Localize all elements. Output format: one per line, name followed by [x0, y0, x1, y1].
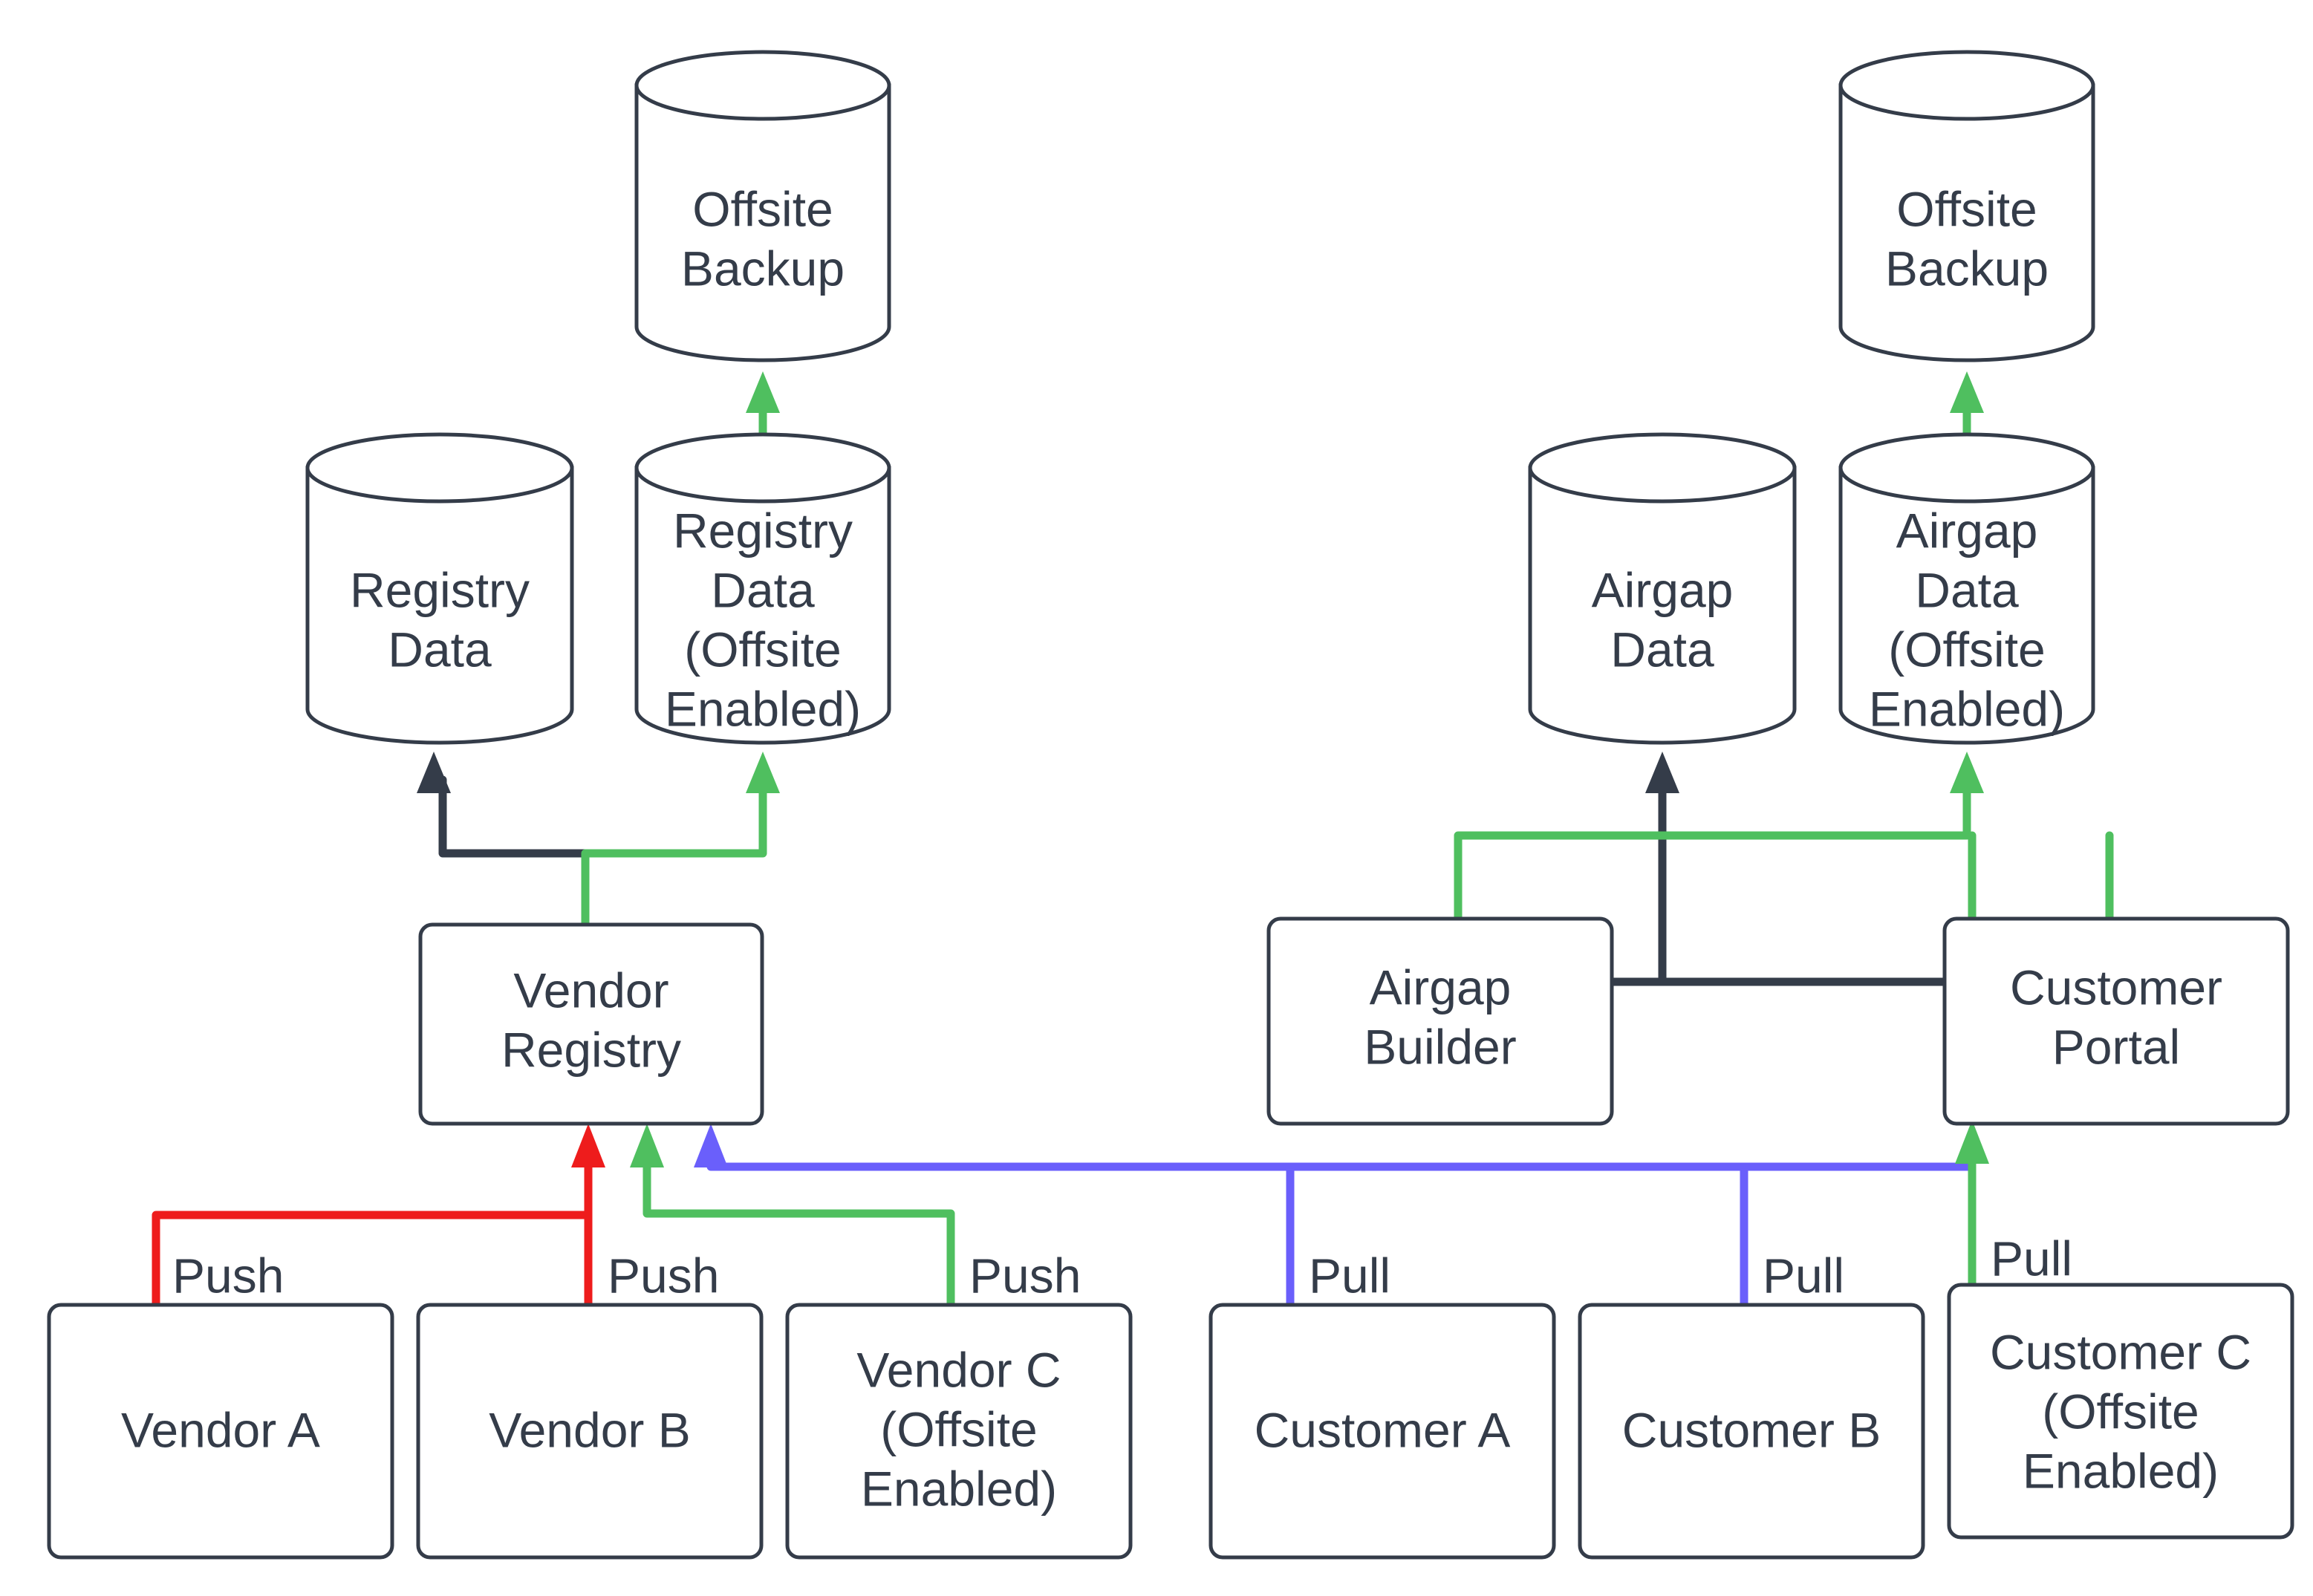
offsite-backup-left-label-line1: Offsite — [692, 181, 833, 236]
airgap-data-offsite-label-line1: Airgap — [1896, 503, 2038, 558]
customer-portal-label-line2: Portal — [2052, 1019, 2180, 1074]
airgap-builder-label-line2: Builder — [1364, 1019, 1516, 1074]
node-vendor-registry[interactable]: Vendor Registry — [418, 922, 764, 1126]
registry-data-offsite-label-line3: (Offsite — [684, 622, 842, 677]
node-airgap-builder[interactable]: Airgap Builder — [1266, 916, 1614, 1126]
node-airgap-data[interactable]: Airgap Data — [1528, 432, 1797, 745]
edge-customers-to-vendor-registry — [694, 1124, 1977, 1309]
airgap-data-offsite-label-line2: Data — [1915, 562, 2019, 617]
node-vendor-c[interactable]: Vendor C (Offsite Enabled) — [785, 1303, 1133, 1560]
edge-label-vendor-a-push: Push — [172, 1248, 284, 1303]
edge-vendor-c-to-vendor-registry — [630, 1124, 955, 1309]
node-airgap-data-offsite[interactable]: Airgap Data (Offsite Enabled) — [1838, 432, 2095, 745]
edge-registry-offsite-to-offsite-backup — [746, 371, 780, 439]
registry-data-offsite-label-line2: Data — [711, 562, 815, 617]
edge-customer-portal-to-airgap-data-offsite — [1968, 831, 2114, 923]
edge-label-vendor-c-push: Push — [969, 1248, 1081, 1303]
registry-data-offsite-label-line1: Registry — [673, 503, 853, 558]
node-customer-b[interactable]: Customer B — [1578, 1303, 1925, 1560]
offsite-backup-left-label-line2: Backup — [681, 241, 845, 296]
airgap-data-label-line1: Airgap — [1592, 562, 1734, 617]
edge-airgap-offsite-to-offsite-backup — [1950, 371, 1984, 439]
edge-airgap-builder-to-airgap-data — [1581, 752, 1949, 986]
node-vendor-a[interactable]: Vendor A — [47, 1303, 394, 1560]
edge-customer-c-to-customer-portal — [1955, 1120, 1989, 1289]
customer-c-label-line3: Enabled) — [2023, 1443, 2219, 1498]
customer-b-label: Customer B — [1622, 1402, 1881, 1457]
node-customer-portal[interactable]: Customer Portal — [1942, 916, 2290, 1126]
edge-label-customer-c-pull: Pull — [1991, 1231, 2072, 1286]
node-vendor-b[interactable]: Vendor B — [416, 1303, 764, 1560]
registry-data-label-line2: Data — [388, 622, 492, 677]
offsite-backup-right-label-line1: Offsite — [1896, 181, 2037, 236]
node-registry-data[interactable]: Registry Data — [305, 432, 574, 745]
customer-c-label-line2: (Offsite — [2042, 1384, 2199, 1439]
vendor-a-label: Vendor A — [121, 1402, 320, 1457]
edge-vendor-registry-to-registry-data-offsite — [581, 752, 780, 929]
node-customer-c[interactable]: Customer C (Offsite Enabled) — [1947, 1283, 2294, 1540]
registry-data-offsite-label-line4: Enabled) — [665, 681, 861, 736]
vendor-registry-label-line1: Vendor — [513, 963, 668, 1017]
node-customer-a[interactable]: Customer A — [1208, 1303, 1556, 1560]
airgap-data-label-line2: Data — [1610, 622, 1714, 677]
customer-a-label: Customer A — [1255, 1402, 1511, 1457]
customer-portal-label-line1: Customer — [2010, 960, 2222, 1014]
edge-airgap-builder-to-airgap-data-offsite — [1454, 752, 1984, 923]
node-offsite-backup-right[interactable]: Offsite Backup — [1838, 50, 2095, 362]
vendor-c-label-line2: (Offsite — [880, 1401, 1038, 1456]
airgap-builder-label-line1: Airgap — [1370, 960, 1512, 1014]
vendor-registry-label-line2: Registry — [501, 1022, 681, 1077]
edge-label-customer-a-pull: Pull — [1309, 1248, 1390, 1303]
node-offsite-backup-left[interactable]: Offsite Backup — [634, 50, 891, 362]
airgap-data-offsite-label-line4: Enabled) — [1869, 681, 2065, 736]
vendor-c-label-line1: Vendor C — [856, 1342, 1061, 1397]
vendor-c-label-line3: Enabled) — [861, 1461, 1057, 1516]
edge-vendor-registry-to-registry-data — [417, 752, 590, 858]
node-registry-data-offsite[interactable]: Registry Data (Offsite Enabled) — [634, 432, 891, 745]
airgap-data-offsite-label-line3: (Offsite — [1888, 622, 2046, 677]
edge-label-vendor-b-push: Push — [608, 1248, 719, 1303]
customer-c-label-line1: Customer C — [1990, 1324, 2251, 1379]
vendor-b-label: Vendor B — [489, 1402, 691, 1457]
offsite-backup-right-label-line2: Backup — [1885, 241, 2049, 296]
registry-data-label-line1: Registry — [350, 562, 530, 617]
edge-label-customer-b-pull: Pull — [1763, 1248, 1844, 1303]
